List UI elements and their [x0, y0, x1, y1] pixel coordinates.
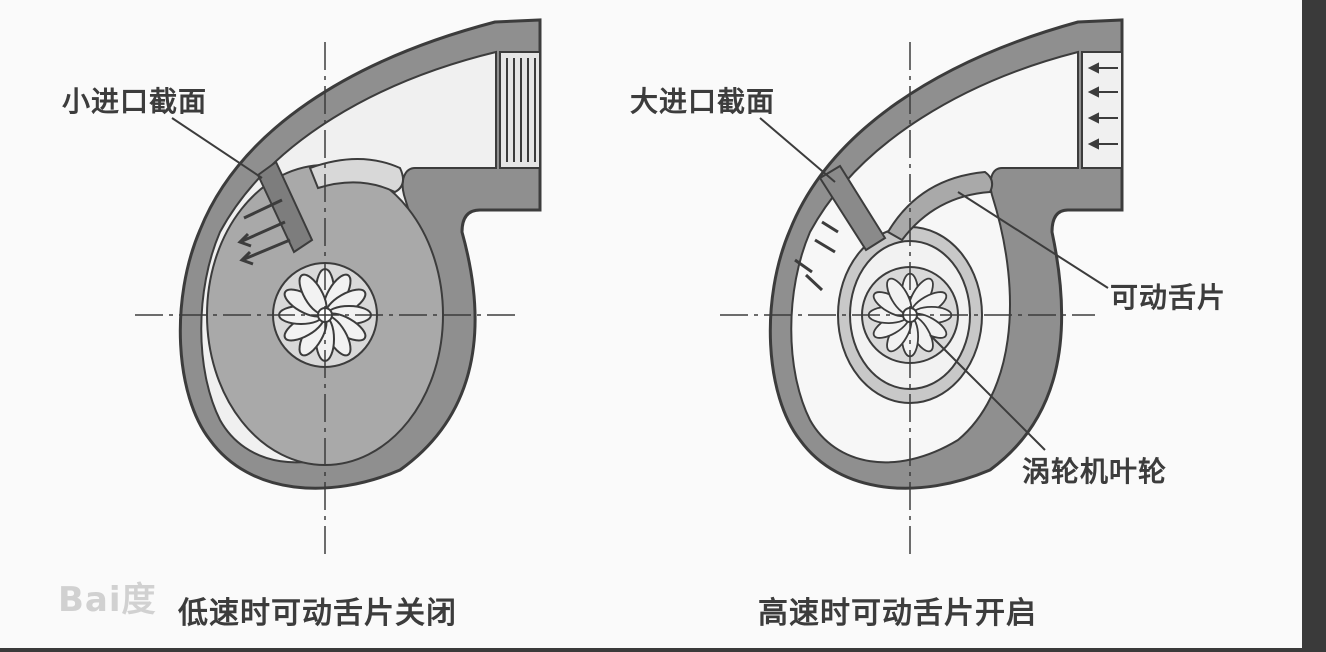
right-turbine-label: 涡轮机叶轮 — [1022, 455, 1168, 488]
right-center-lines — [720, 42, 1095, 555]
right-vane-label: 可动舌片 — [1110, 281, 1227, 314]
right-inlet-arrows — [1081, 51, 1123, 169]
left-inlet-bar — [256, 160, 314, 254]
left-turbine-diagram — [135, 18, 542, 555]
right-turbine-leader — [929, 334, 1046, 451]
right-movable-vane — [886, 170, 994, 242]
left-inlet-label: 小进口截面 — [62, 85, 208, 118]
turbocharger-diagrams — [135, 18, 1124, 555]
diagram-canvas: 小进口截面 低速时可动舌片关闭 大进口截面 可动舌片 涡轮机叶轮 高速时可动舌片… — [0, 0, 1302, 648]
right-inlet-label: 大进口截面 — [630, 85, 776, 118]
left-center-lines — [135, 42, 515, 555]
left-flow-arrows — [237, 198, 291, 266]
right-turbine-diagram — [720, 18, 1124, 555]
right-flow-arrows — [794, 220, 839, 292]
right-inlet-bar — [818, 164, 887, 252]
left-inlet-leader — [171, 117, 263, 179]
right-caption: 高速时可动舌片开启 — [758, 596, 1037, 631]
baidu-watermark: Bai度 — [58, 580, 157, 620]
left-caption: 低速时可动舌片关闭 — [178, 596, 457, 631]
left-inlet-arrows — [499, 51, 541, 169]
left-movable-vane — [308, 158, 405, 194]
right-vane-leader — [957, 191, 1109, 289]
right-inlet-leader — [759, 117, 836, 183]
